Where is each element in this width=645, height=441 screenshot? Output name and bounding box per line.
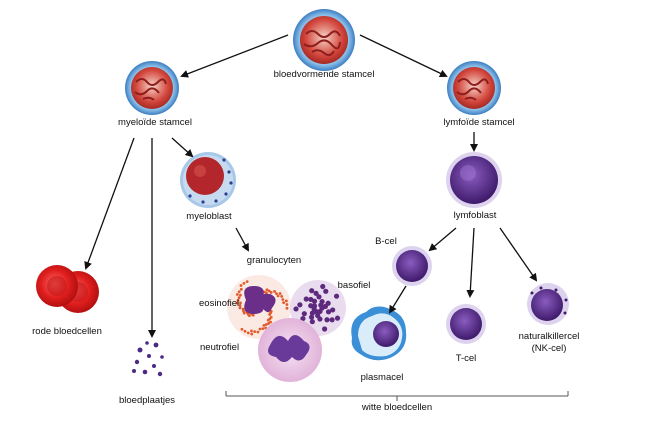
platelets-icon <box>132 341 164 377</box>
white-blood-cells-bracket <box>225 391 569 401</box>
myeloblast-icon <box>180 152 236 208</box>
label-t-cell: T-cel <box>455 353 477 364</box>
arrow-myeloid-to-rbc <box>84 137 135 270</box>
label-lymphoid-stem-cell: lymfoïde stamcel <box>443 117 515 128</box>
label-eosinophil: eosinofiel <box>199 298 240 309</box>
label-myeloblast: myeloblast <box>186 211 232 222</box>
label-neutrophil: neutrofiel <box>200 342 240 353</box>
b-cell-icon <box>392 246 432 286</box>
neutrophil-icon <box>258 318 322 382</box>
arrow-lymphoblast-to-nkcell <box>499 227 538 282</box>
label-granulocytes: granulocyten <box>246 255 302 266</box>
basophil-icon <box>290 280 346 336</box>
arrow-bcell-to-plasma <box>388 285 407 314</box>
arrow-myeloblast-to-granulocytes <box>235 227 249 252</box>
label-stem-cell: bloedvormende stamcel <box>273 69 375 80</box>
arrow-stem-to-lymphoid <box>359 34 448 78</box>
label-lymphoblast: lymfoblast <box>453 210 497 221</box>
plasma-cell-icon <box>351 306 407 361</box>
arrow-lymphoblast-to-bcell <box>428 227 457 252</box>
label-platelets: bloedplaatjes <box>119 395 175 406</box>
label-nk-cell: naturalkillercel <box>518 331 580 342</box>
label-white-blood-cells: witte bloedcellen <box>361 402 433 413</box>
label-plasma-cell: plasmacel <box>360 372 404 383</box>
lymphoid-stem-cell-icon <box>447 61 501 115</box>
stem-cell-icon <box>293 9 355 71</box>
red-blood-cells-icon <box>36 265 99 313</box>
label-myeloid-stem-cell: myeloïde stamcel <box>118 117 192 128</box>
arrow-myeloid-to-myeloblast <box>171 137 194 158</box>
label-basophil: basofiel <box>337 280 371 291</box>
nk-cell-icon <box>527 283 569 325</box>
lymphoblast-icon <box>446 152 502 208</box>
t-cell-icon <box>446 304 486 344</box>
label-nk-cell-abbrev: (NK-cel) <box>531 343 567 354</box>
myeloid-stem-cell-icon <box>125 61 179 115</box>
arrows <box>84 34 538 338</box>
arrow-lymphoblast-to-tcell <box>466 227 475 298</box>
arrow-stem-to-myeloid <box>180 34 289 78</box>
label-red-blood-cells: rode bloedcellen <box>32 326 102 337</box>
label-b-cell: B-cel <box>375 236 397 247</box>
